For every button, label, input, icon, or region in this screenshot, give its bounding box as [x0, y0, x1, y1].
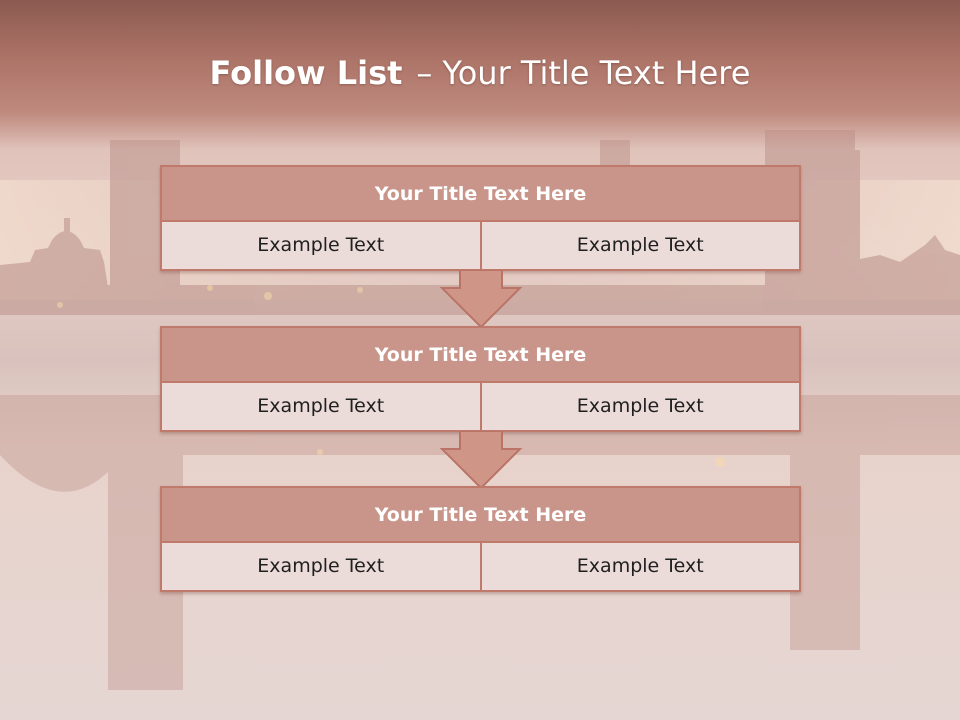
block-cell-right: Example Text	[479, 222, 799, 269]
block-cell-right: Example Text	[479, 383, 799, 430]
list-block-3: Your Title Text Here Example Text Exampl…	[160, 486, 801, 592]
block-row: Example Text Example Text	[162, 222, 799, 269]
block-row: Example Text Example Text	[162, 383, 799, 430]
block-cell-right: Example Text	[479, 543, 799, 590]
block-cell-left: Example Text	[162, 222, 480, 269]
list-block-2: Your Title Text Here Example Text Exampl…	[160, 326, 801, 432]
block-title: Your Title Text Here	[162, 488, 799, 543]
title-bold-part: Follow List	[209, 54, 403, 92]
title-dash: –	[416, 54, 433, 92]
down-arrow-icon	[439, 270, 523, 329]
list-block-1: Your Title Text Here Example Text Exampl…	[160, 165, 801, 271]
slide-title: Follow List–Your Title Text Here	[0, 54, 960, 92]
down-arrow-icon	[439, 431, 523, 490]
block-cell-left: Example Text	[162, 383, 480, 430]
block-row: Example Text Example Text	[162, 543, 799, 590]
block-title: Your Title Text Here	[162, 328, 799, 383]
title-bar: Follow List–Your Title Text Here	[0, 0, 960, 150]
block-title: Your Title Text Here	[162, 167, 799, 222]
title-rest-part: Your Title Text Here	[442, 54, 751, 92]
block-cell-left: Example Text	[162, 543, 480, 590]
